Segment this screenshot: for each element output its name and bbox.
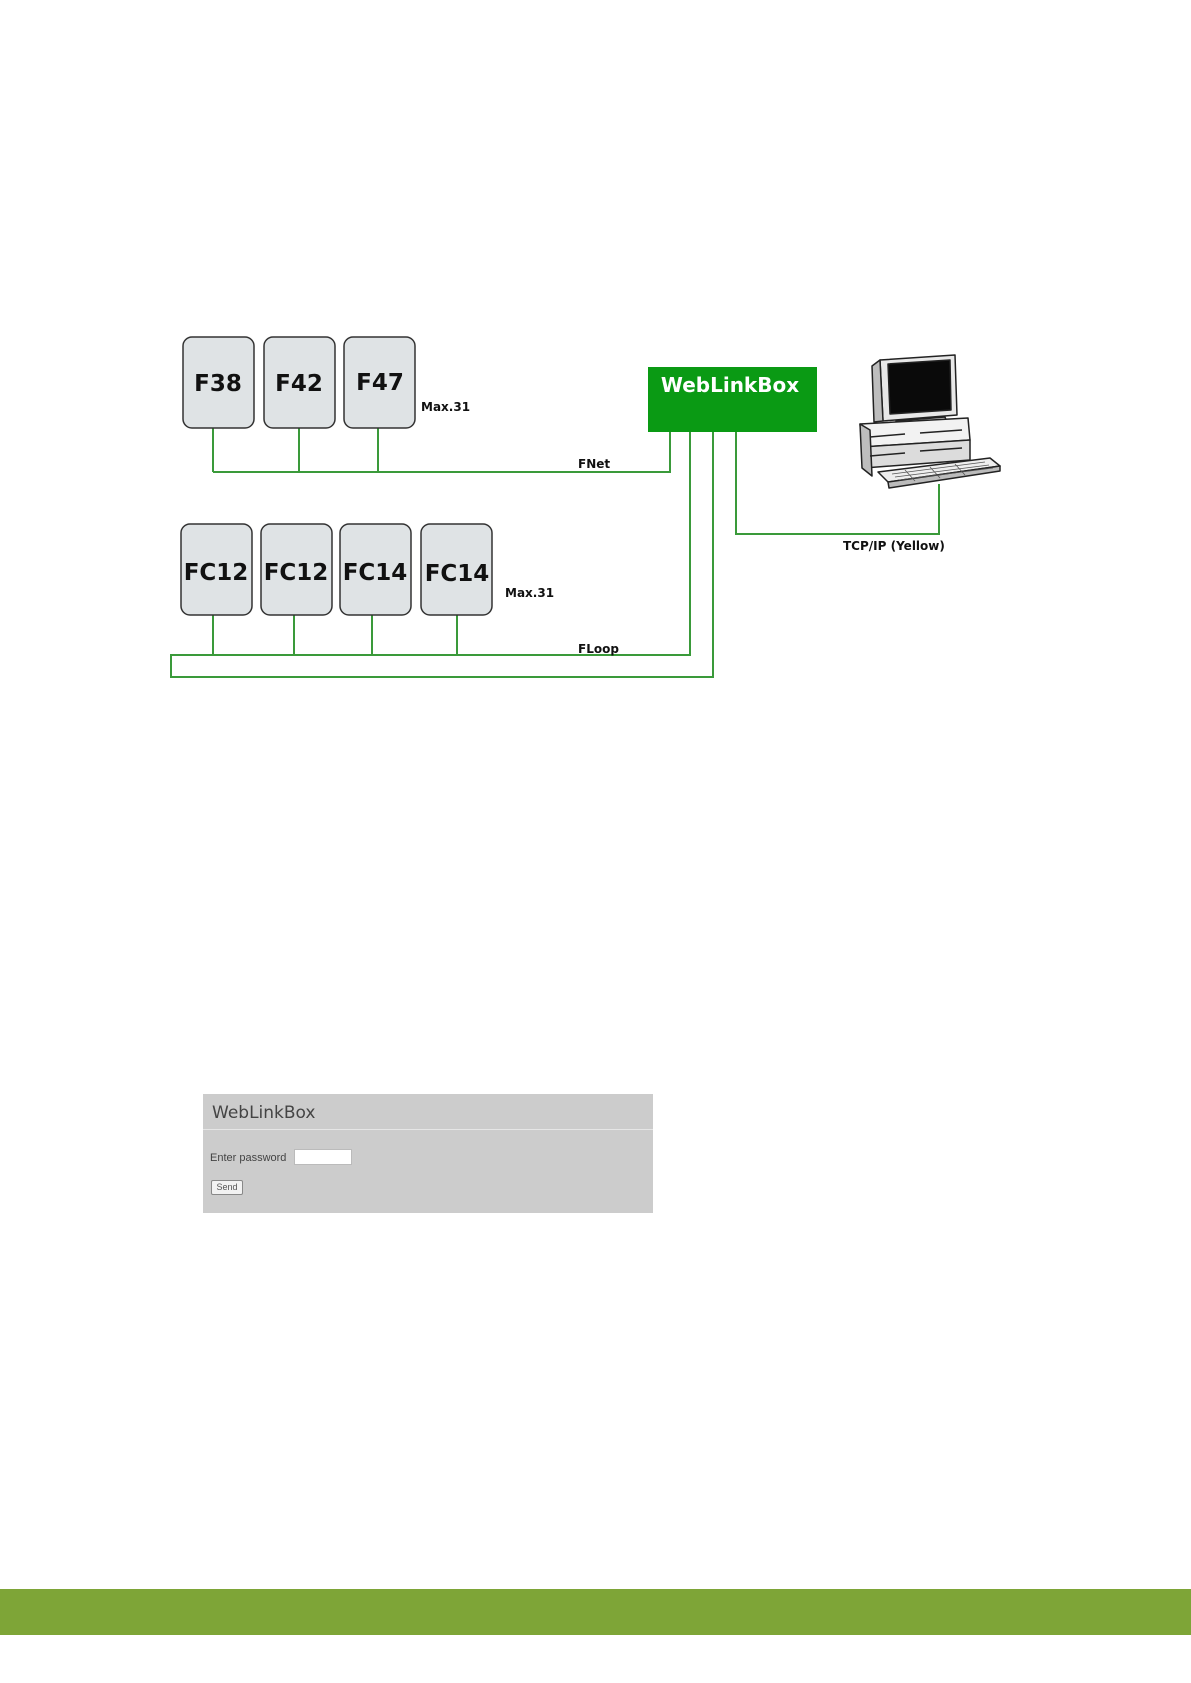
panel-f47-label: F47 xyxy=(356,370,404,396)
password-input[interactable] xyxy=(294,1149,352,1165)
panel-f42: F42 xyxy=(264,337,335,428)
tcpip-label: TCP/IP (Yellow) xyxy=(843,539,945,553)
weblinkbox-label: WebLinkBox xyxy=(661,373,799,397)
desktop-computer-icon xyxy=(860,355,1000,488)
panel-f38-label: F38 xyxy=(194,371,242,397)
panel-fc12-a-label: FC12 xyxy=(184,560,249,586)
panel-fc12-a: FC12 xyxy=(181,524,252,615)
send-button[interactable]: Send xyxy=(211,1180,243,1195)
panel-fc12-b: FC12 xyxy=(261,524,332,615)
panel-fc12-b-label: FC12 xyxy=(264,560,329,586)
footer-bar xyxy=(0,1589,1191,1635)
login-title: WebLinkBox xyxy=(212,1103,315,1123)
panel-fc14-a: FC14 xyxy=(340,524,411,615)
panel-fc14-a-label: FC14 xyxy=(343,560,408,586)
panel-f47: F47 xyxy=(344,337,415,428)
fnet-label: FNet xyxy=(578,457,610,471)
bottom-max-label: Max.31 xyxy=(505,586,554,600)
weblinkbox-device: WebLinkBox xyxy=(648,367,817,432)
panel-fc14-b-label: FC14 xyxy=(425,561,490,587)
password-label: Enter password xyxy=(210,1152,286,1164)
title-divider xyxy=(203,1129,653,1130)
panel-f42-label: F42 xyxy=(275,371,323,397)
login-screenshot: WebLinkBox Enter password Send xyxy=(203,1094,653,1213)
panel-f38: F38 xyxy=(183,337,254,428)
panel-fc14-b: FC14 xyxy=(421,524,492,615)
top-max-label: Max.31 xyxy=(421,400,470,414)
floop-label: FLoop xyxy=(578,642,619,656)
network-diagram: F38 F42 F47 Max.31 FC12 FC12 FC14 FC14 M… xyxy=(0,0,1191,720)
